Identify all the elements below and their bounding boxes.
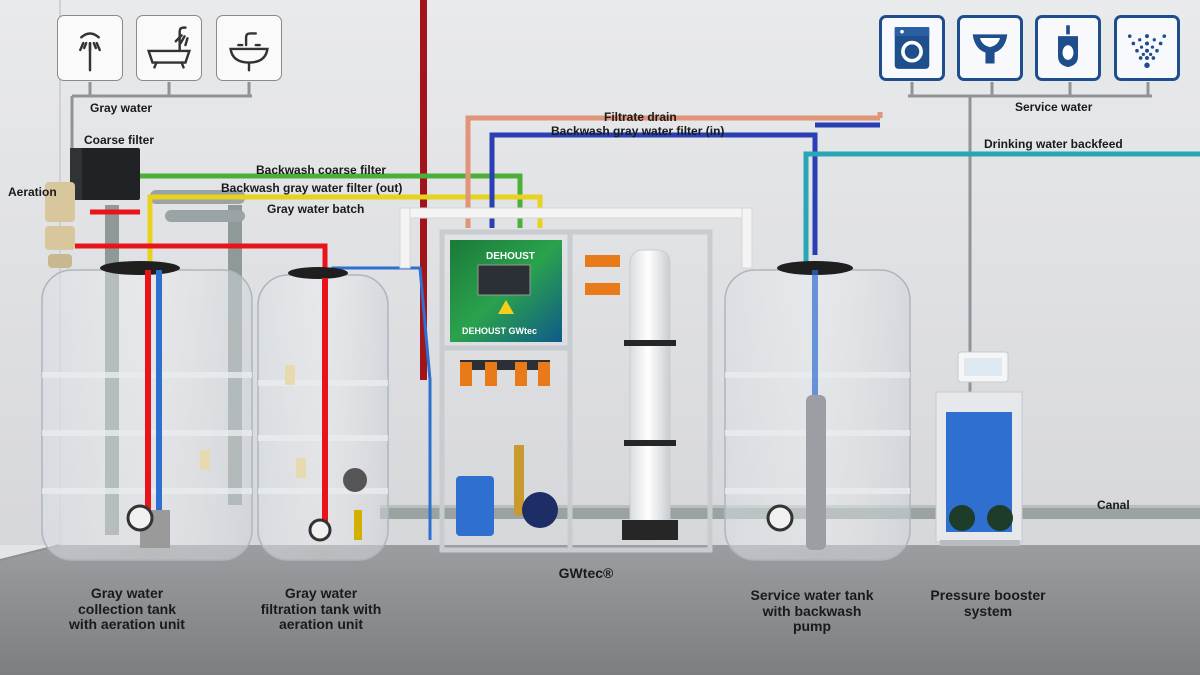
- panel-brand-top: DEHOUST: [486, 251, 535, 262]
- dark-red-pipe: [420, 0, 427, 380]
- shower-icon: [79, 32, 101, 72]
- bathtub-icon: [146, 26, 192, 69]
- caption-line: filtration tank with: [260, 600, 382, 617]
- caption-line: collection tank: [77, 600, 177, 617]
- pressure-booster-system: [935, 351, 1023, 546]
- toilet-icon: [972, 34, 1008, 64]
- toilet-icon-box: [957, 15, 1023, 81]
- urinal-icon: [1058, 25, 1078, 68]
- aeration-unit: [45, 182, 75, 268]
- caption-line: Pressure booster: [930, 587, 1046, 603]
- canal-label: Canal: [1097, 498, 1130, 512]
- washing-machine-icon: [894, 27, 930, 69]
- gwtec-unit: [439, 229, 713, 553]
- panel-brand-bottom: DEHOUST GWtec: [462, 326, 538, 336]
- caption-line: GWtec®: [558, 565, 614, 581]
- drinking-water-backfeed-pipe: [803, 151, 1200, 262]
- collection-tank-caption: Gray water collection tank with aeration…: [27, 585, 227, 633]
- gray-water-batch-pipe: [75, 209, 328, 270]
- backwash-coarse-filter-label: Backwash coarse filter: [256, 163, 387, 177]
- caption-line: Gray water: [90, 585, 164, 601]
- gray-water-collector: [70, 82, 252, 150]
- caption-line: with backwash: [762, 602, 862, 619]
- caption-line: Service water tank: [750, 587, 874, 603]
- urinal-icon-box: [1035, 15, 1101, 81]
- filtration-tank-caption: Gray water filtration tank with aeration…: [221, 585, 421, 633]
- washing-machine-icon-box: [879, 15, 945, 81]
- service-tank-caption: Service water tank with backwash pump: [712, 587, 912, 635]
- filtrate-drain-pipe: [465, 112, 883, 228]
- backwash-gray-water-filter-in-pipe: [489, 122, 880, 255]
- coarse-filter-unit: [70, 148, 140, 200]
- sprinkler-icon-box: [1114, 15, 1180, 81]
- washbasin-icon-box: [216, 15, 282, 81]
- service-water-label: Service water: [1015, 100, 1093, 114]
- caption-line: with aeration unit: [69, 616, 185, 632]
- gray-water-label: Gray water: [90, 101, 153, 115]
- filtration-tank: [257, 267, 389, 561]
- gray-water-batch-label: Gray water batch: [267, 202, 365, 216]
- caption-line: aeration unit: [278, 616, 363, 632]
- bathtub-icon-box: [136, 15, 202, 81]
- service-water-collector: [908, 82, 1152, 395]
- service-water-tank: [724, 261, 911, 561]
- collection-tank: [41, 261, 253, 561]
- drinking-water-backfeed-label: Drinking water backfeed: [984, 137, 1123, 151]
- washbasin-icon: [229, 32, 269, 72]
- caption-line: Gray water: [284, 585, 358, 601]
- backwash-gray-water-filter-out-label: Backwash gray water filter (out): [221, 181, 403, 195]
- gwtec-caption: GWtec®: [486, 565, 686, 582]
- booster-caption: Pressure booster system: [888, 587, 1088, 619]
- caption-line: system: [963, 602, 1013, 619]
- aeration-label: Aeration: [8, 185, 57, 199]
- support-frame: [399, 207, 753, 269]
- sprinkler-icon: [1127, 34, 1167, 68]
- coarse-filter-label: Coarse filter: [84, 133, 155, 147]
- caption-line: pump: [792, 618, 832, 634]
- shower-icon-box: [57, 15, 123, 81]
- backwash-gray-water-filter-in-label: Backwash gray water filter (in): [551, 124, 725, 138]
- filtrate-drain-label: Filtrate drain: [604, 110, 677, 124]
